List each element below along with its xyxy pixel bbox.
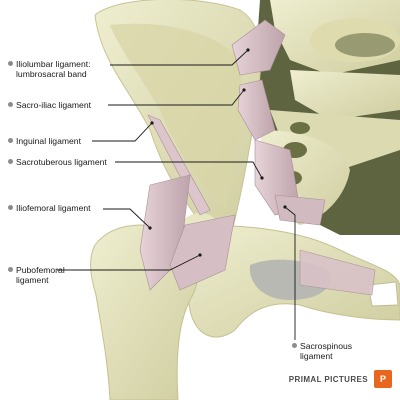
iliac-fossa xyxy=(110,23,242,211)
bullet-icon xyxy=(8,267,13,272)
brand-watermark: PRIMAL PICTURES P xyxy=(289,370,392,388)
bullet-icon xyxy=(8,61,13,66)
brand-name: PRIMAL PICTURES xyxy=(288,374,368,384)
label-iliolumbar-ligament: Iliolumbar ligament:lumbrosacral band xyxy=(8,59,91,79)
leader-pubofemoral xyxy=(57,254,201,271)
label-iliofemoral-ligament: Iliofemoral ligament xyxy=(8,203,91,213)
pubofemoral-ligament-shape xyxy=(169,214,236,291)
leader-endpoints xyxy=(148,48,287,257)
sacrospinous-ligament-shape xyxy=(274,194,326,226)
iliolumbar-ligament-shape xyxy=(231,19,286,76)
bullet-icon xyxy=(8,102,13,107)
label-sacrospinous-line1: Sacrospinous xyxy=(300,341,353,351)
leader-sacrospinous xyxy=(284,206,296,340)
label-iliolumbar-line1: Iliolumbar ligament: xyxy=(16,59,91,69)
leader-iliolumbar xyxy=(110,49,249,66)
pubic-symphysis-end xyxy=(367,281,399,307)
label-iliolumbar-line2: lumbrosacral band xyxy=(16,69,87,79)
leader-iliofemoral xyxy=(103,208,151,229)
leader-inguinal xyxy=(92,122,153,142)
label-sacrotuberous-ligament: Sacrotuberous ligament xyxy=(8,157,107,167)
label-inguinal-ligament: Inguinal ligament xyxy=(8,136,81,146)
ligaments xyxy=(139,19,376,296)
leader-sacrotuberous xyxy=(115,161,263,179)
label-sacrospinous-line2: ligament xyxy=(300,351,333,361)
bullet-icon xyxy=(8,159,13,164)
sacroiliac-ligament-shape xyxy=(237,79,276,141)
label-sacroiliac-ligament: Sacro-iliac ligament xyxy=(8,100,91,110)
label-pubofemoral-line1: Pubofemoral xyxy=(16,265,65,275)
leader-lines xyxy=(57,49,296,340)
pubic-ligament-shape xyxy=(299,249,376,296)
bullet-icon xyxy=(8,138,13,143)
bullet-icon xyxy=(292,343,297,348)
leader-sacroiliac xyxy=(108,89,245,106)
primal-pictures-logo-icon: P xyxy=(374,370,392,388)
bullet-icon xyxy=(8,205,13,210)
label-pubofemoral-line2: ligament xyxy=(16,275,49,285)
